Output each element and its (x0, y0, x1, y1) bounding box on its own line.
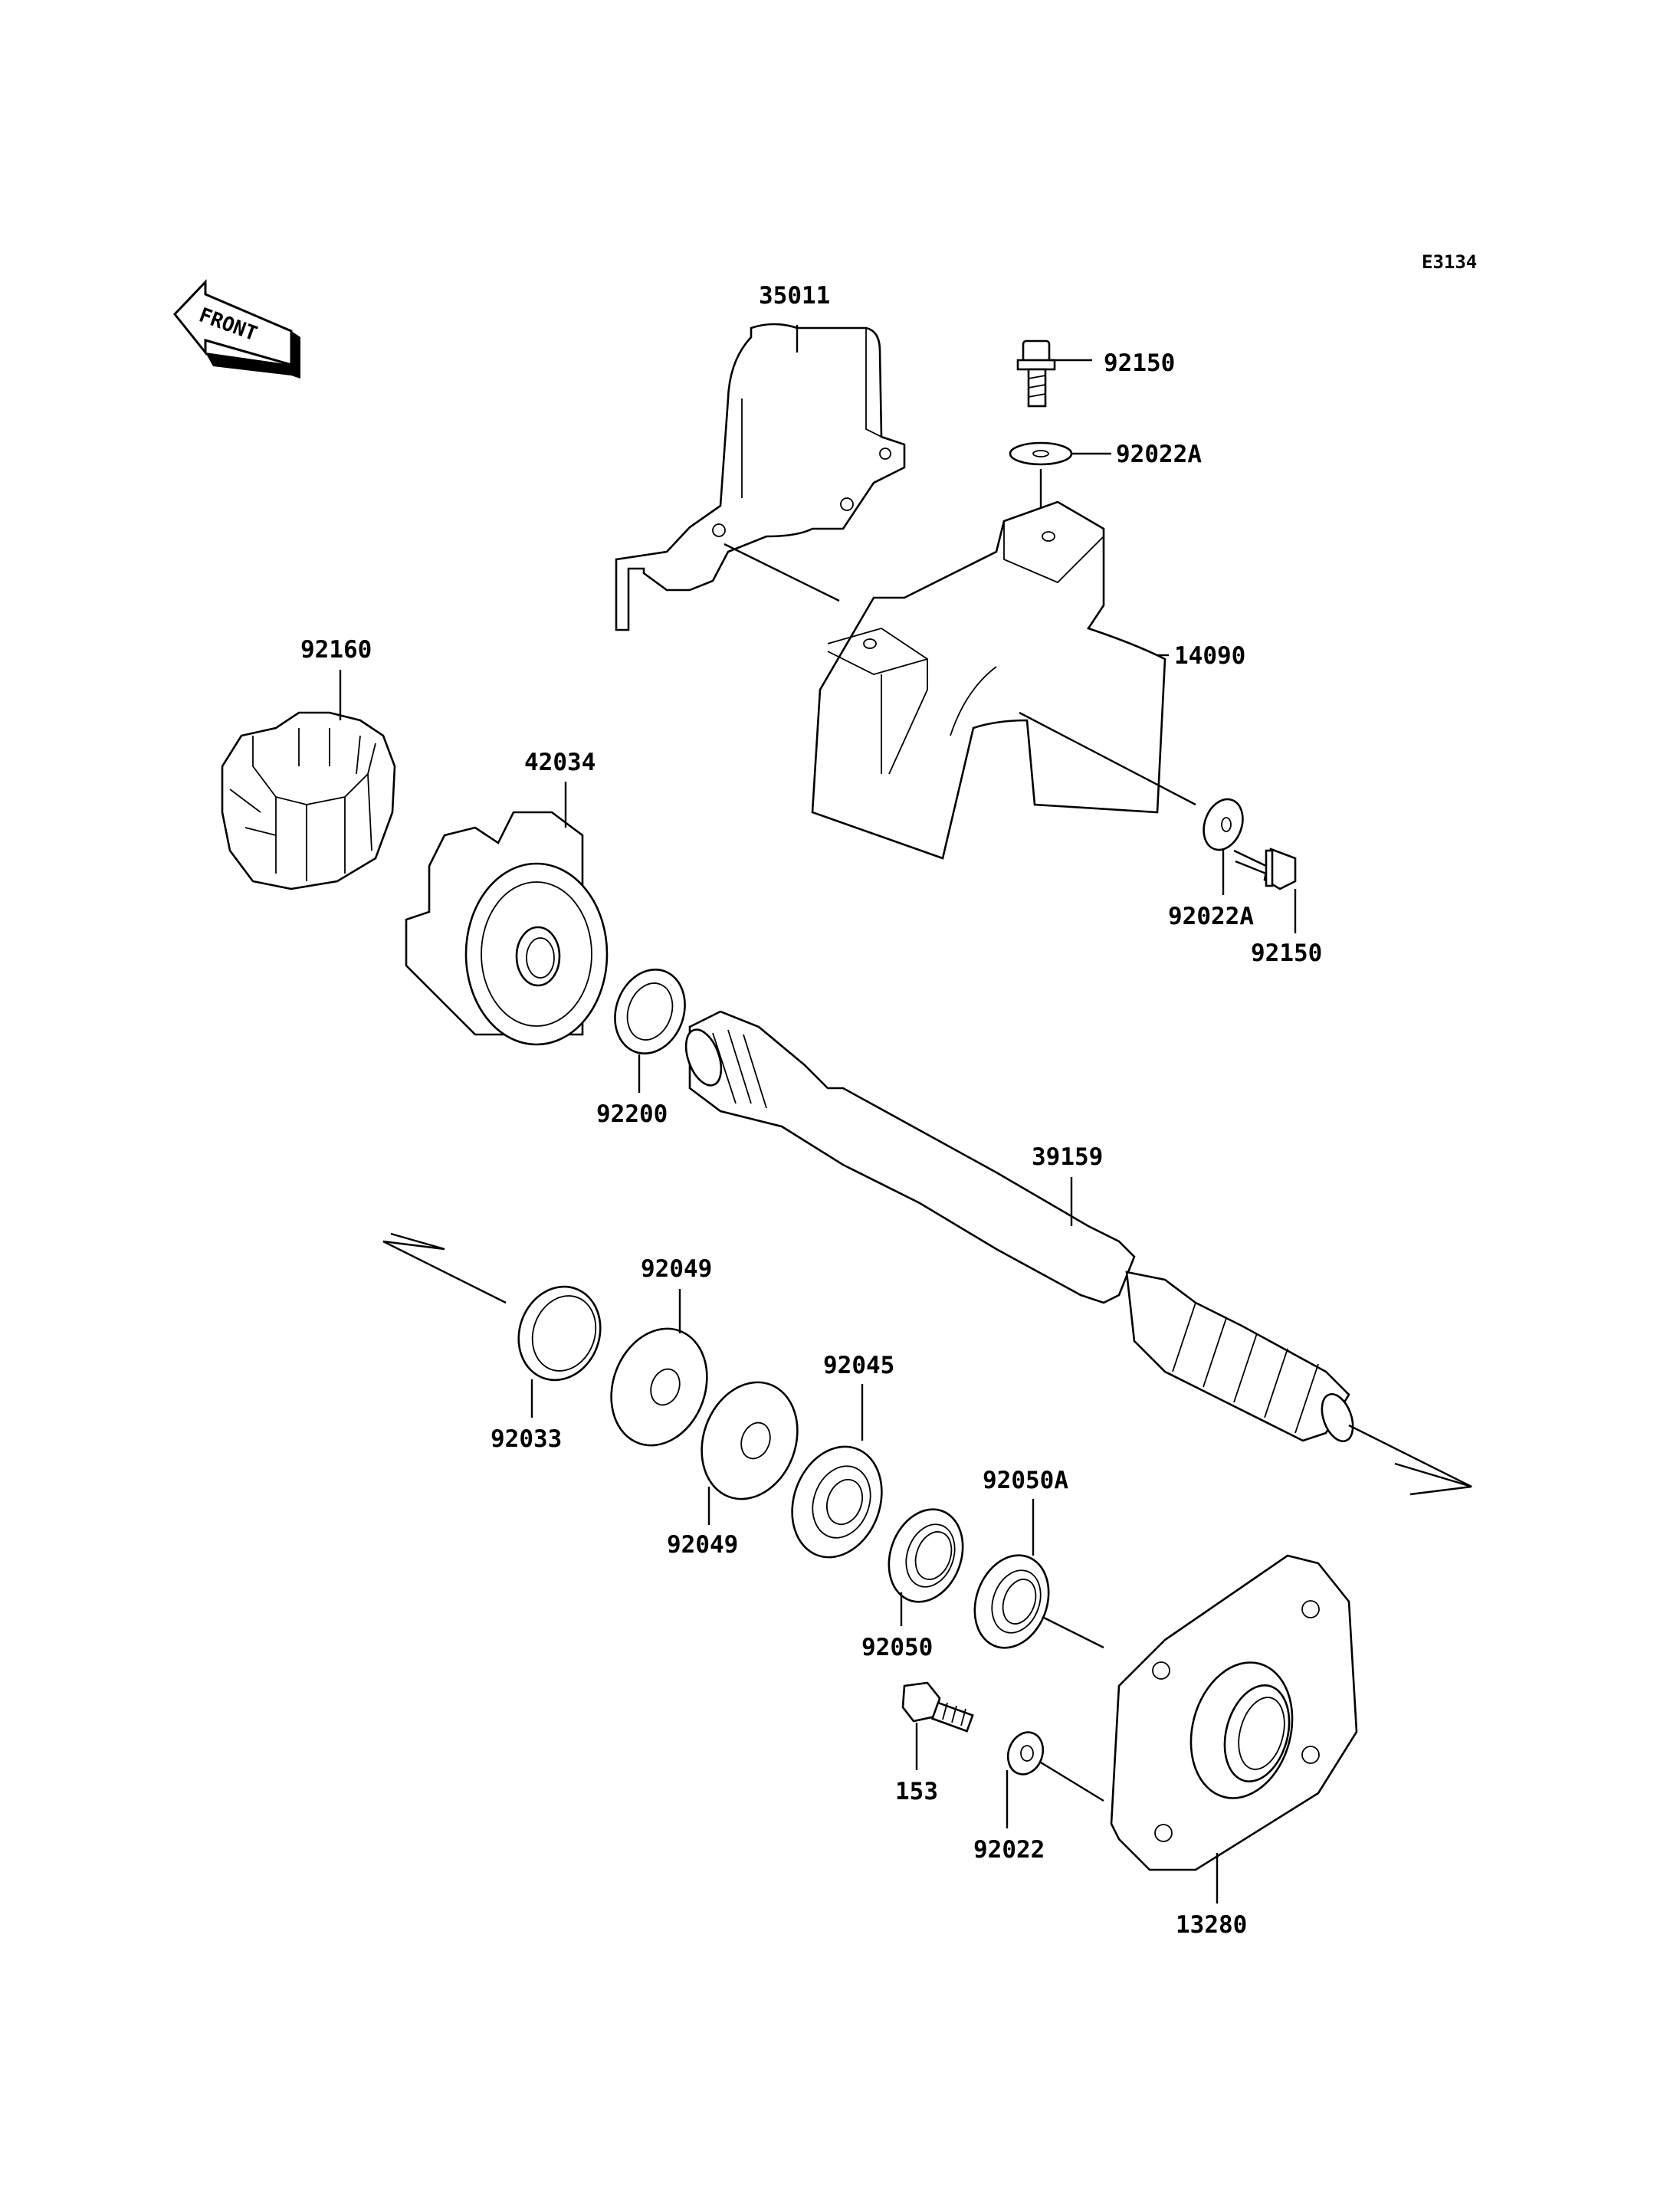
part-label-13280: 13280 (1176, 1911, 1247, 1939)
part-label-14090: 14090 (1174, 642, 1245, 670)
part-label-92045: 92045 (823, 1352, 894, 1379)
part-label-35011: 35011 (759, 282, 830, 310)
part-label-153: 153 (895, 1778, 938, 1805)
snap-ring-92033-icon (382, 1232, 602, 1382)
part-label-92050A: 92050A (983, 1467, 1068, 1494)
part-label-92150-top: 92150 (1104, 349, 1175, 377)
part-label-92050: 92050 (861, 1634, 933, 1661)
part-label-42034: 42034 (524, 749, 596, 776)
part-label-92049-b: 92049 (667, 1531, 738, 1559)
grease-nipple-153-icon (901, 1681, 974, 1733)
part-label-92160: 92160 (300, 636, 372, 664)
washer-92022-icon (1006, 1731, 1104, 1802)
bearing-92045-icon (791, 1445, 883, 1559)
bracket-35011 (615, 323, 906, 631)
part-label-92022: 92022 (973, 1836, 1045, 1864)
bolt-92150-bottom-icon (1233, 848, 1297, 890)
part-label-92022A-top: 92022A (1116, 441, 1202, 468)
part-label-92150-bottom: 92150 (1251, 939, 1322, 967)
washer-92200-icon (614, 968, 686, 1055)
washer-92022A-bottom-icon (1203, 798, 1244, 851)
seal-92050A-icon (973, 1554, 1104, 1649)
part-label-92033: 92033 (491, 1425, 562, 1453)
leader-lines (339, 325, 1297, 1904)
bolt-92150-top-icon (1016, 339, 1056, 408)
diagram-code: E3134 (1422, 251, 1477, 273)
part-labels: 35011 92150 92022A 14090 92160 42034 920… (300, 282, 1322, 1939)
coupling-42034-icon (405, 811, 609, 1046)
cover-14090 (811, 500, 1196, 860)
damper-92160-icon (221, 711, 396, 890)
housing-13280-icon (1110, 1554, 1358, 1871)
front-arrow-icon: FRONT (173, 279, 300, 379)
part-label-39159: 39159 (1032, 1143, 1103, 1171)
seal-92050-icon (888, 1508, 964, 1603)
part-label-92022A-bottom: 92022A (1168, 903, 1254, 930)
shaft-39159-icon (684, 1010, 1472, 1496)
part-label-92200: 92200 (596, 1100, 668, 1128)
washer-92049-b-icon (701, 1381, 799, 1500)
part-label-92049-a: 92049 (641, 1255, 712, 1283)
